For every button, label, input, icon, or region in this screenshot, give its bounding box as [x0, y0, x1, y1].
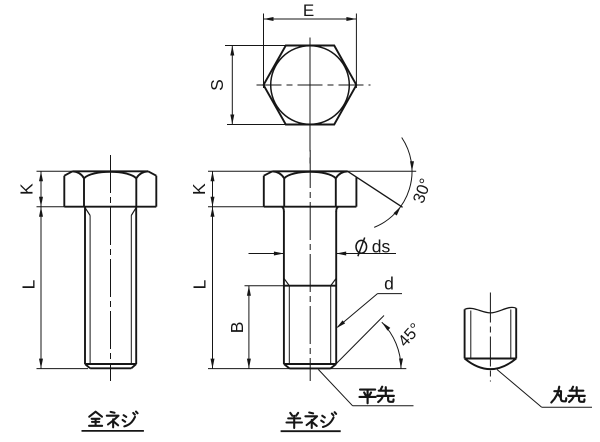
svg-text:E: E: [303, 1, 314, 20]
svg-text:L: L: [189, 279, 209, 289]
svg-text:S: S: [207, 79, 227, 91]
svg-text:B: B: [227, 322, 247, 334]
svg-text:K: K: [17, 183, 37, 195]
svg-text:d: d: [384, 273, 394, 293]
svg-text:ds: ds: [372, 236, 391, 256]
svg-text:L: L: [19, 279, 39, 289]
svg-text:K: K: [189, 183, 209, 195]
